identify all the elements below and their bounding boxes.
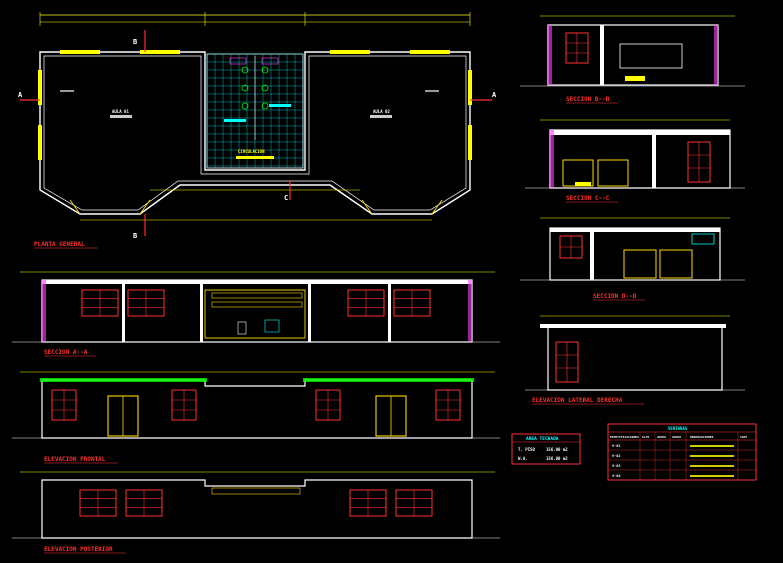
windows-table-header-obs: OBSERVACIONES	[690, 435, 714, 439]
section-aa-drawing	[12, 271, 500, 343]
windows-table	[607, 423, 757, 481]
area-row-1-label: T. PISO	[518, 447, 535, 452]
section-cc-drawing	[525, 119, 745, 189]
elevation-posterior-title: ELEVACION POSTERIOR	[44, 546, 113, 553]
plan-room-right-label: AULA 02	[373, 109, 390, 114]
plan-marker-c: C	[284, 194, 288, 202]
area-table-title: AREA TECHADA	[526, 436, 559, 442]
section-dd-drawing	[520, 217, 745, 281]
section-bb-title: SECCION B--B	[566, 96, 610, 103]
area-row-1-value: 156.00 m2	[546, 447, 568, 452]
area-table	[511, 433, 581, 465]
plan-marker-b-top: B	[133, 38, 137, 46]
windows-table-title: VENTANAS	[668, 426, 688, 431]
windows-table-row-2-code: V-02	[612, 454, 620, 458]
elevation-lateral-title: ELEVACION LATERAL DERECHA	[532, 397, 623, 404]
section-aa-title: SECCION A--A	[44, 349, 88, 356]
windows-table-row-3-code: V-03	[612, 464, 620, 468]
elevation-frontal-drawing	[12, 371, 500, 439]
windows-table-header-cant: CANT	[740, 435, 747, 439]
section-cc-title: SECCION C--C	[566, 195, 610, 202]
section-dd-title: SECCION D--D	[593, 293, 637, 300]
windows-table-header-spec: ESPECIFICACIONES	[610, 435, 639, 439]
area-row-2-label: W.A.	[518, 456, 528, 461]
plan-marker-b-bottom: B	[133, 232, 137, 240]
section-bb-drawing	[520, 15, 745, 87]
elevation-posterior-drawing	[12, 471, 500, 539]
plan-marker-a-left: A	[18, 91, 23, 99]
windows-table-row-1-code: V-01	[612, 444, 620, 448]
elevation-frontal-title: ELEVACION FRONTAL	[44, 456, 106, 463]
plan-room-left-label: AULA 01	[112, 109, 129, 114]
windows-table-header-alto: ALTO	[642, 435, 649, 439]
area-row-2-value: 156.00 m2	[546, 456, 568, 461]
floor-plan	[20, 12, 492, 236]
plan-corridor-label: CIRCULACION	[238, 149, 265, 154]
windows-table-row-4-code: V-04	[612, 474, 620, 478]
windows-table-header-ancho-2: ANCHO	[672, 435, 681, 439]
windows-table-header-ancho-1: ANCHO	[657, 435, 666, 439]
plan-title: PLANTA GENERAL	[34, 241, 85, 248]
elevation-lateral-drawing	[525, 315, 745, 391]
plan-marker-a-right: A	[492, 91, 497, 99]
